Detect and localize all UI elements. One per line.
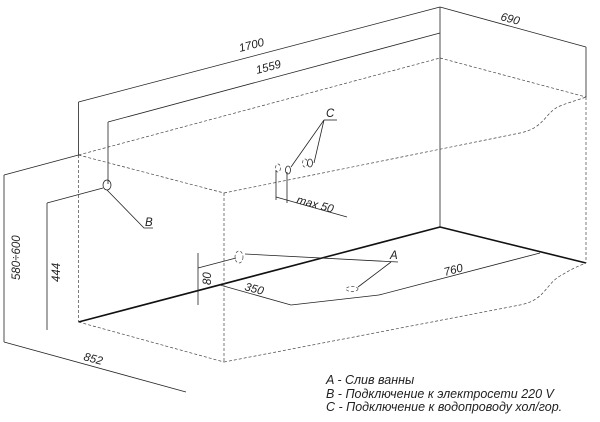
legend-item-c: C - Подключение к водопроводу хол/гор. bbox=[326, 400, 563, 414]
dim-80: 80 bbox=[202, 272, 214, 285]
power-connection-marker bbox=[102, 179, 112, 191]
dimension-lines bbox=[3, 6, 587, 393]
dim-852: 852 bbox=[82, 351, 104, 368]
dim-580-600: 580÷600 bbox=[11, 235, 23, 280]
dim-444: 444 bbox=[51, 263, 63, 282]
leader-b bbox=[106, 189, 153, 229]
tub-outline bbox=[3, 7, 587, 363]
marker-label-c: C bbox=[326, 108, 335, 120]
dim-690: 690 bbox=[499, 11, 521, 28]
dim-1700: 1700 bbox=[238, 37, 266, 55]
dim-760: 760 bbox=[443, 262, 465, 279]
dim-1559: 1559 bbox=[255, 59, 283, 77]
dim-max-50: max 50 bbox=[295, 194, 335, 216]
marker-label-a: A bbox=[389, 250, 398, 262]
legend: A - Слив ванны B - Подключение к электро… bbox=[326, 373, 563, 415]
drain-marker bbox=[234, 250, 399, 292]
marker-label-b: B bbox=[145, 217, 153, 229]
legend-item-b: B - Подключение к электросети 220 V bbox=[326, 386, 554, 401]
legend-item-a: A - Слив ванны bbox=[326, 373, 415, 387]
water-connection-marker bbox=[275, 119, 337, 175]
dim-350: 350 bbox=[243, 281, 265, 298]
